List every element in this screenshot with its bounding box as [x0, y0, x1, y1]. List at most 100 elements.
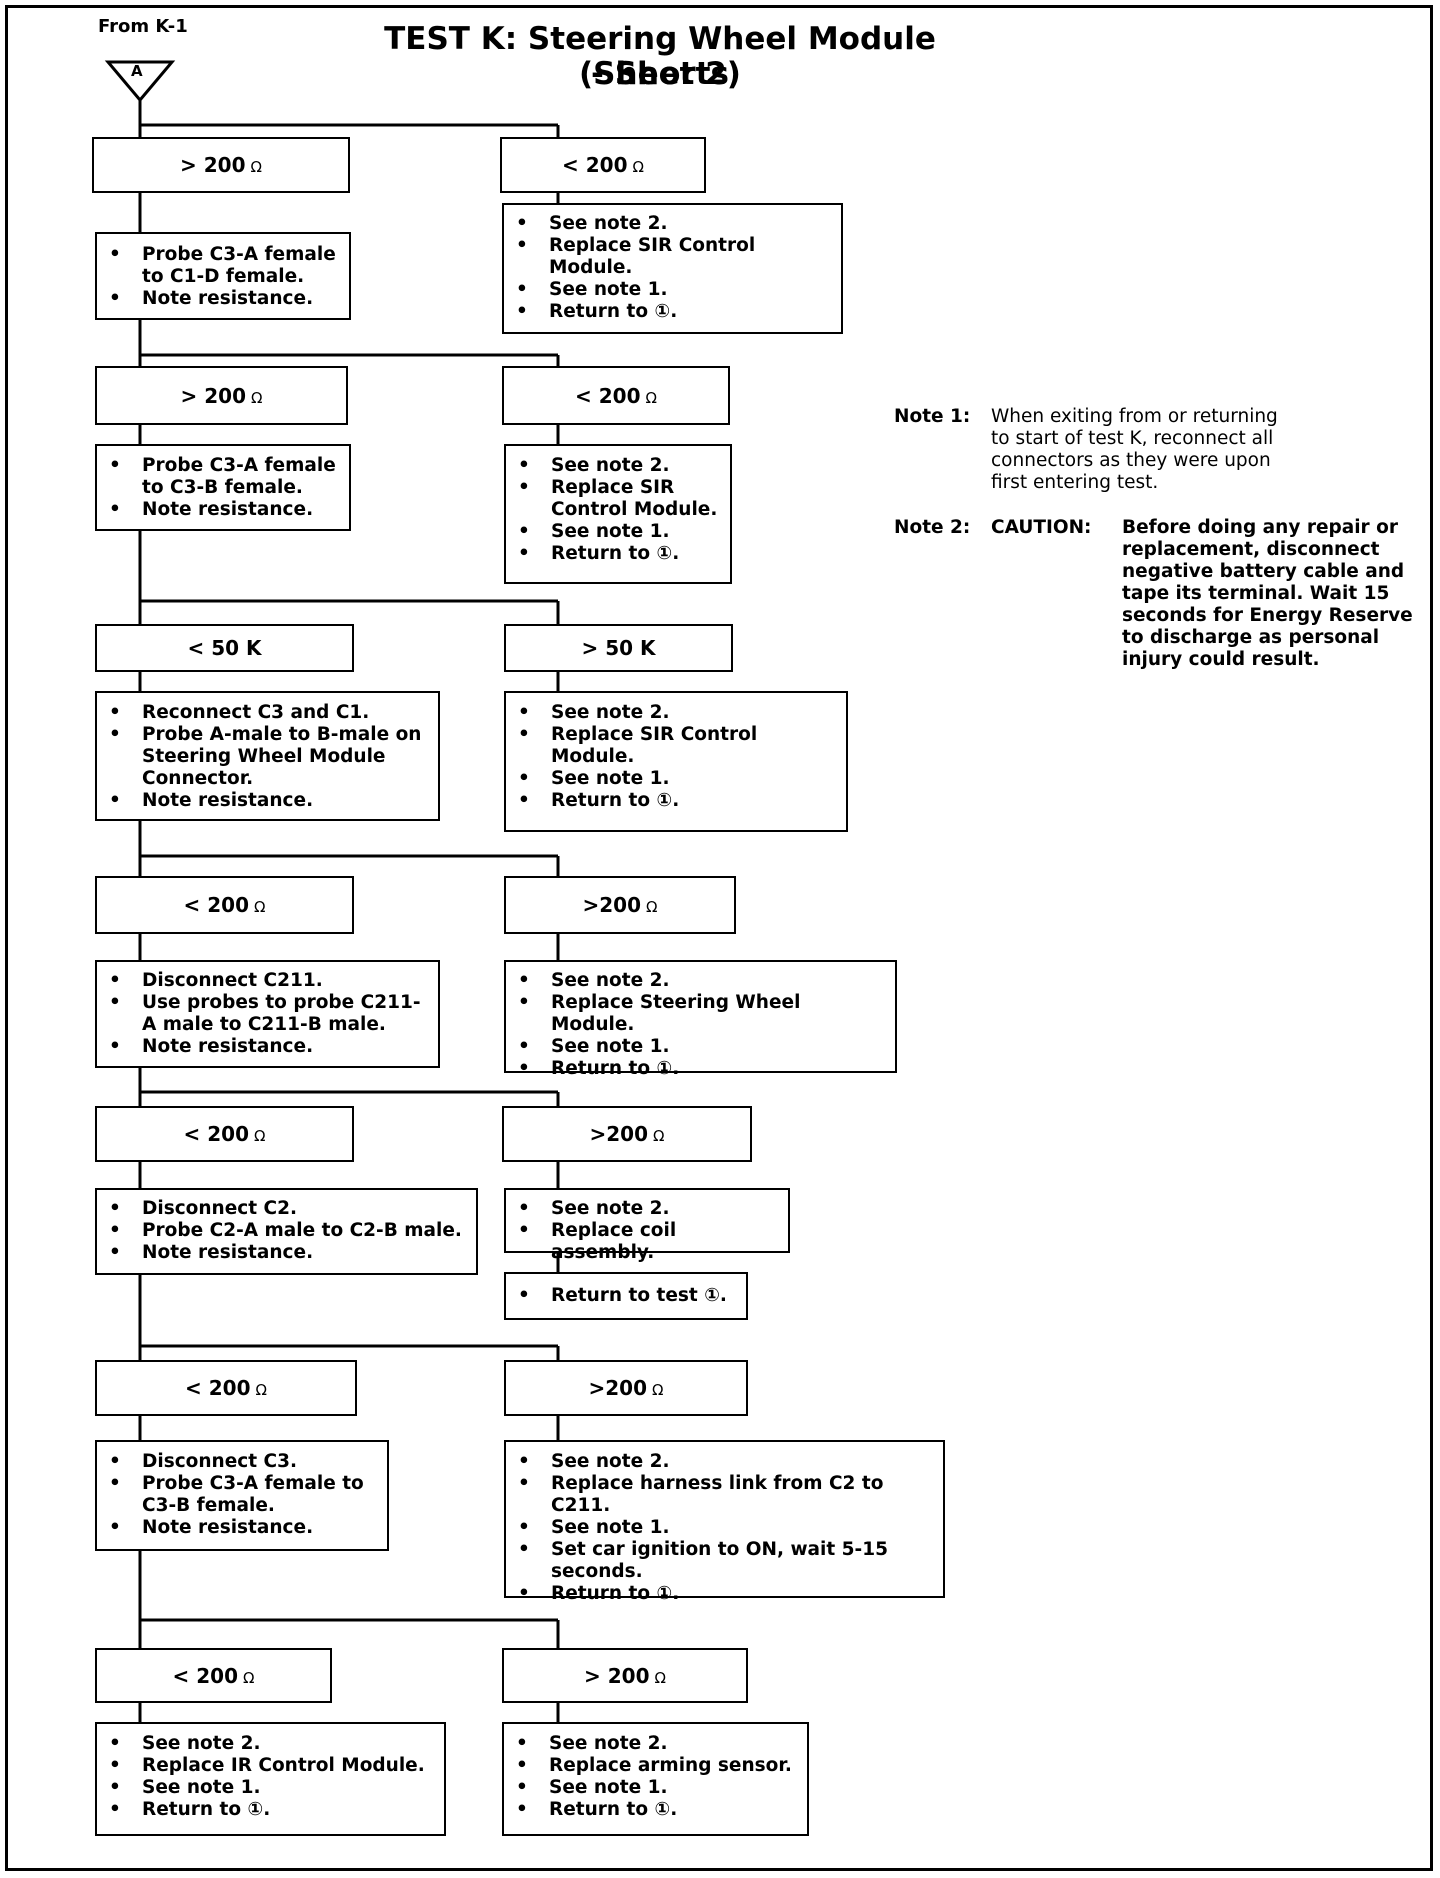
result-box-left: < 200 Ω	[95, 876, 354, 934]
action-box-right: See note 2. Replace SIR Control Module. …	[502, 203, 843, 334]
ohm-symbol: Ω	[250, 158, 262, 176]
ohm-symbol: Ω	[654, 1668, 666, 1687]
step-item: Note resistance.	[109, 1517, 379, 1539]
step-item: Probe C3-A female to C3-B female.	[109, 455, 341, 499]
step-item: Replace SIR Control Module.	[516, 235, 833, 279]
step-item: See note 1.	[516, 279, 833, 301]
ohm-symbol: Ω	[645, 388, 657, 407]
caution-label: CAUTION:	[991, 517, 1092, 538]
ohm-symbol: Ω	[251, 388, 263, 407]
result-label: > 50 K	[581, 636, 656, 660]
step-item: Return to test ①.	[518, 1285, 738, 1307]
caution-line: Before doing any repair or	[1122, 517, 1398, 538]
step-item: Replace Steering Wheel Module.	[518, 992, 887, 1036]
ohm-symbol: Ω	[254, 898, 266, 916]
ohm-symbol: Ω	[653, 1127, 665, 1145]
step-item: Replace SIR Control Module.	[518, 477, 726, 521]
step-item: Use probes to probe C211-A male to C211-…	[109, 992, 430, 1036]
step-item: See note 2.	[518, 1198, 780, 1220]
note1-line: to start of test K, reconnect all	[991, 428, 1274, 449]
action-box-left: See note 2. Replace IR Control Module. S…	[95, 1722, 446, 1836]
step-item: Replace harness link from C2 to C211.	[518, 1473, 935, 1517]
result-label: >200	[589, 1122, 649, 1146]
step-item: See note 1.	[518, 1036, 887, 1058]
step-item: See note 2.	[518, 455, 726, 477]
step-item: See note 1.	[109, 1777, 436, 1799]
caution-text: Before doing any repair or replacement, …	[1122, 517, 1413, 671]
step-item: Replace arming sensor.	[516, 1755, 799, 1777]
note1-line: connectors as they were upon	[991, 450, 1271, 471]
action-box-left: Disconnect C3. Probe C3-A female to C3-B…	[95, 1440, 389, 1551]
step-item: Note resistance.	[109, 288, 341, 310]
result-label: > 200	[584, 1663, 650, 1688]
result-box-right: > 50 K	[504, 624, 733, 672]
action-box-left: Disconnect C211. Use probes to probe C21…	[95, 960, 440, 1068]
note1-label: Note 1:	[894, 406, 971, 427]
result-label: < 200	[185, 1376, 251, 1400]
result-box-left: > 200 Ω	[95, 366, 348, 425]
step-item: See note 2.	[518, 702, 838, 724]
caution-line: injury could result.	[1122, 649, 1320, 670]
note1-line: first entering test.	[991, 472, 1159, 493]
ohm-symbol: Ω	[255, 1381, 267, 1399]
note1-text: When exiting from or returning to start …	[991, 406, 1278, 494]
result-label: < 200	[575, 383, 641, 408]
from-reference: From K-1	[98, 16, 188, 37]
step-item: Set car ignition to ON, wait 5-15 second…	[518, 1539, 935, 1583]
result-label: < 200	[183, 1122, 249, 1146]
step-item: Note resistance.	[109, 1036, 430, 1058]
step-item: Probe A-male to B-male on Steering Wheel…	[109, 724, 430, 790]
caution-line: seconds for Energy Reserve	[1122, 605, 1413, 626]
action-box-right: See note 2. Replace SIR Control Module. …	[504, 691, 848, 832]
ohm-symbol: Ω	[652, 1381, 664, 1399]
ohm-symbol: Ω	[243, 1668, 255, 1687]
action-box-left: Disconnect C2. Probe C2-A male to C2-B m…	[95, 1188, 478, 1275]
step-item: Reconnect C3 and C1.	[109, 702, 430, 724]
result-label: >200	[582, 893, 642, 917]
step-item: Return to ①.	[109, 1799, 436, 1821]
result-box-left: < 200 Ω	[95, 1648, 332, 1703]
step-item: Probe C2-A male to C2-B male.	[109, 1220, 468, 1242]
step-item: See note 1.	[518, 768, 838, 790]
result-box-left: < 50 K	[95, 624, 354, 672]
step-item: Return to ①.	[518, 1583, 935, 1605]
result-box-left: < 200 Ω	[95, 1106, 354, 1162]
step-item: Disconnect C2.	[109, 1198, 468, 1220]
step-item: Disconnect C3.	[109, 1451, 379, 1473]
step-item: Return to ①.	[516, 301, 833, 323]
action-box-right: See note 2. Replace Steering Wheel Modul…	[504, 960, 897, 1080]
step-item: See note 1.	[516, 1777, 799, 1799]
step-item: Note resistance.	[109, 1242, 468, 1264]
step-item: Replace IR Control Module.	[109, 1755, 436, 1777]
result-label: > 200	[180, 383, 246, 408]
caution-line: replacement, disconnect	[1122, 539, 1380, 560]
action-box-left: Probe C3-A female to C1-D female. Note r…	[95, 232, 351, 320]
step-item: Return to ①.	[516, 1799, 799, 1821]
action-box-right: See note 2. Replace harness link from C2…	[504, 1440, 945, 1605]
step-item: Probe C3-A female to C1-D female.	[109, 244, 341, 288]
note1-line: When exiting from or returning	[991, 406, 1278, 427]
step-item: Probe C3-A female to C3-B female.	[109, 1473, 379, 1517]
step-item: See note 2.	[516, 213, 833, 235]
caution-line: to discharge as personal	[1122, 627, 1380, 648]
ohm-symbol: Ω	[646, 898, 658, 916]
result-label: < 200	[183, 893, 249, 917]
step-item: See note 2.	[518, 1451, 935, 1473]
result-label: < 200	[172, 1663, 238, 1688]
step-item: Disconnect C211.	[109, 970, 430, 992]
action-box-left: Reconnect C3 and C1. Probe A-male to B-m…	[95, 691, 440, 821]
step-item: See note 2.	[518, 970, 887, 992]
step-item: Replace coil assembly.	[518, 1220, 780, 1264]
ohm-symbol: Ω	[632, 158, 644, 176]
ohm-symbol: Ω	[254, 1127, 266, 1145]
step-item: Note resistance.	[109, 790, 430, 812]
step-item: See note 2.	[109, 1733, 436, 1755]
page-border	[5, 5, 1433, 1871]
action-box-right: See note 2. Replace SIR Control Module. …	[504, 444, 732, 584]
